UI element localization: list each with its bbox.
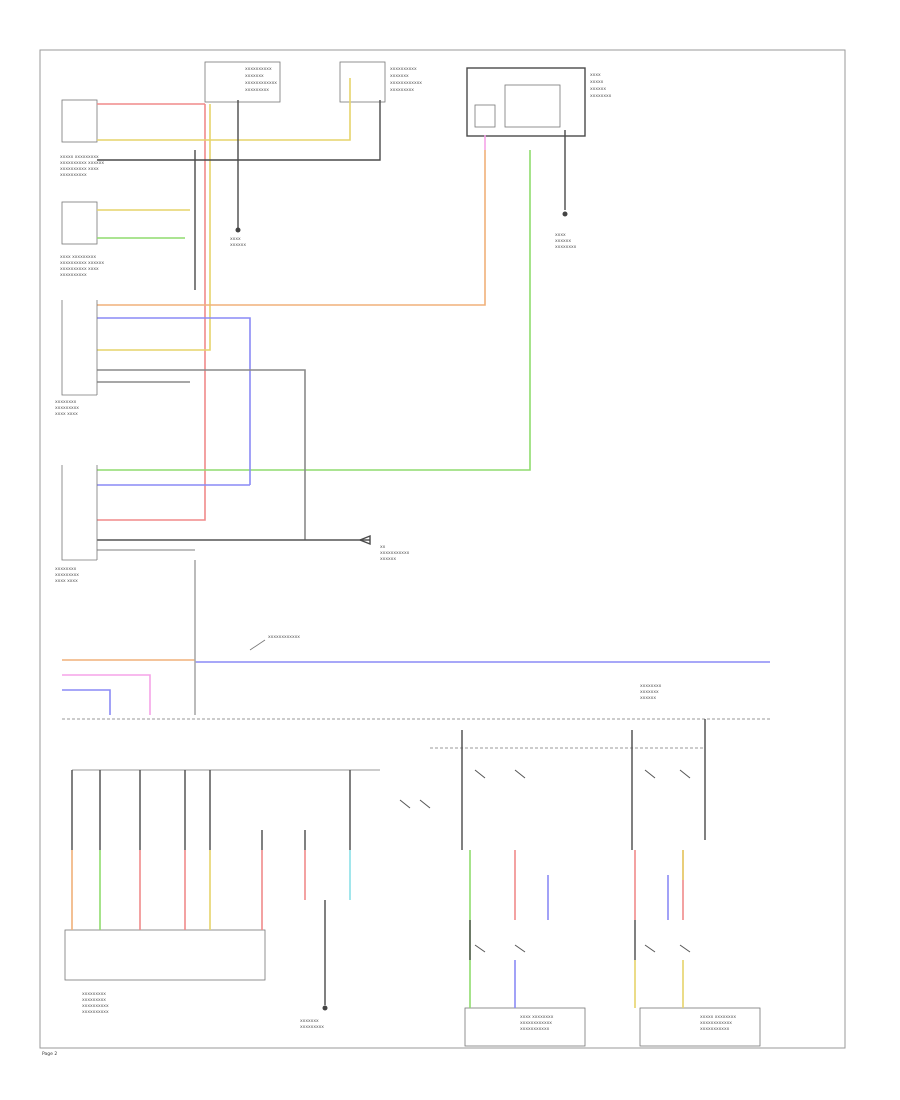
svg-text:xxxx: xxxx	[230, 237, 241, 242]
relay-box-1: xxxxxxxx xxxxxxxxx xxxx xxxx	[55, 300, 98, 417]
svg-text:xxxxxxx: xxxxxxx	[245, 74, 264, 79]
svg-text:xxxxxxxxxxxx: xxxxxxxxxxxx	[390, 81, 422, 86]
svg-text:xx: xx	[380, 545, 386, 550]
svg-text:xxxxx xxxxxxxxx: xxxxx xxxxxxxxx	[60, 155, 99, 160]
svg-text:xxxx: xxxx	[555, 233, 566, 238]
bottom-left-wires	[71, 850, 351, 930]
wire-blue-bus-2	[62, 689, 111, 715]
switch-box-1: xxxxx xxxxxxxxx xxxxxxxxxx xxxxxx xxxxxx…	[60, 99, 104, 178]
svg-text:xxxxx: xxxxx	[590, 80, 604, 85]
ground-symbol-1: xxxx xxxxxx	[230, 220, 246, 248]
svg-text:xxxxxxx: xxxxxxx	[300, 1019, 319, 1024]
svg-text:xxxxxx: xxxxxx	[555, 239, 571, 244]
svg-text:xxxxxxxxxxx: xxxxxxxxxxx	[520, 1027, 550, 1032]
wire-green-long	[97, 150, 531, 471]
bottom-left-black	[71, 770, 351, 1005]
svg-text:xxxxxxxxx: xxxxxxxxx	[390, 88, 414, 93]
svg-text:xxxxxxxxxx: xxxxxxxxxx	[60, 173, 87, 178]
svg-text:xxxxxxxxxxx: xxxxxxxxxxx	[700, 1027, 730, 1032]
svg-text:xxxx xxxxxxxx: xxxx xxxxxxxx	[520, 1015, 554, 1020]
svg-text:xxxx xxxxxxxxx: xxxx xxxxxxxxx	[60, 255, 96, 260]
svg-text:xxxxxxxxx: xxxxxxxxx	[82, 992, 106, 997]
svg-text:xxxxxxxxx: xxxxxxxxx	[300, 1025, 324, 1030]
svg-text:xxxxxxxxxx xxxxxx: xxxxxxxxxx xxxxxx	[60, 161, 104, 166]
svg-text:xxxxxxxx: xxxxxxxx	[555, 245, 577, 250]
svg-text:xxxxxxxxxx xxxxxx: xxxxxxxxxx xxxxxx	[60, 261, 104, 266]
svg-text:xxxx xxxx: xxxx xxxx	[55, 412, 78, 417]
bottom-right-wires	[469, 850, 684, 1008]
svg-text:xxxxx xxxxxxxx: xxxxx xxxxxxxx	[700, 1015, 736, 1020]
relay-box-2: xxxxxxxx xxxxxxxxx xxxx xxxx	[55, 465, 98, 584]
svg-text:xxxxxxxxx: xxxxxxxxx	[55, 573, 79, 578]
ground-symbol-3: xxxxxxx xxxxxxxxx	[300, 1005, 328, 1030]
svg-text:xxxxxxxxxxxx: xxxxxxxxxxxx	[268, 635, 300, 640]
connector-arrow-mid: xx xxxxxxxxxxx xxxxxx	[359, 534, 410, 562]
module-right-window: xxxxx xxxxxxxx xxxxxxxxxxxx xxxxxxxxxxx	[639, 1007, 761, 1047]
svg-text:xxxxxx: xxxxxx	[590, 87, 606, 92]
svg-text:xxxxxxxx: xxxxxxxx	[640, 684, 662, 689]
wire-blue-1	[97, 317, 251, 485]
switch-glyphs	[399, 769, 691, 953]
bottom-right-black	[461, 730, 636, 960]
svg-text:xxxxxxxxxx xxxx: xxxxxxxxxx xxxx	[60, 167, 99, 172]
ground-symbol-2: xxxx xxxxxx xxxxxxxx	[555, 211, 577, 250]
svg-text:xxxxxxxx: xxxxxxxx	[590, 94, 612, 99]
wires-black-top	[97, 100, 566, 290]
bottom-left-module: xxxxxxxxx xxxxxxxxx xxxxxxxxxx xxxxxxxxx…	[64, 769, 380, 1015]
bottom-right-bus: xxxxxxxx xxxxxxx xxxxxx	[430, 684, 706, 840]
svg-text:xxxxxxxxxx: xxxxxxxxxx	[82, 1004, 109, 1009]
switch-box-2: xxxx xxxxxxxxx xxxxxxxxxx xxxxxx xxxxxxx…	[60, 201, 104, 278]
svg-text:xxxxxxxxxx xxxx: xxxxxxxxxx xxxx	[60, 267, 99, 272]
svg-text:xxxxxxxxx: xxxxxxxxx	[245, 88, 269, 93]
svg-text:xxxxxxxxxx: xxxxxxxxxx	[245, 67, 272, 72]
wire-red-vertical	[97, 104, 206, 521]
page-label: Page 2	[42, 1051, 57, 1057]
svg-text:xxxxxx: xxxxxx	[640, 696, 656, 701]
module-box-top-right: xxxx xxxxx xxxxxx xxxxxxxx	[466, 67, 612, 137]
connector-box-top-middle: xxxxxxxxxx xxxxxxx xxxxxxxxxxxx xxxxxxxx…	[339, 61, 422, 103]
wire-yellow-vertical	[97, 104, 211, 351]
svg-text:xxxxxxxxxx: xxxxxxxxxx	[82, 1010, 109, 1015]
wire-gray-1	[97, 369, 306, 540]
svg-text:xxxxxxxxxx: xxxxxxxxxx	[390, 67, 417, 72]
svg-text:xxxxxxxx: xxxxxxxx	[55, 400, 77, 405]
wires-middle	[62, 560, 770, 715]
svg-text:xxxxxx: xxxxxx	[380, 557, 396, 562]
svg-text:xxxxxxxxxx: xxxxxxxxxx	[60, 273, 87, 278]
svg-text:xxxx: xxxx	[590, 73, 601, 78]
bus-line: xxxxxxxxxxxx	[62, 635, 770, 720]
connector-box-top-left: xxxxxxxxxx xxxxxxx xxxxxxxxxxxx xxxxxxxx…	[204, 61, 281, 103]
wire-orange-long	[97, 150, 486, 306]
svg-text:xxxxxxxxxxxx: xxxxxxxxxxxx	[245, 81, 277, 86]
wire-pink-bus	[62, 674, 151, 715]
svg-text:xxxxxxxxxxx: xxxxxxxxxxx	[380, 551, 410, 556]
svg-text:xxxxxxxxxxxx: xxxxxxxxxxxx	[700, 1021, 732, 1026]
svg-text:xxxxxxxx: xxxxxxxx	[55, 567, 77, 572]
module-left-window: xxxx xxxxxxxx xxxxxxxxxxxx xxxxxxxxxxx	[464, 1007, 586, 1047]
svg-text:xxxxxxxxxxxx: xxxxxxxxxxxx	[520, 1021, 552, 1026]
svg-text:xxxxxxx: xxxxxxx	[640, 690, 659, 695]
diagram-frame	[39, 49, 846, 1049]
svg-text:xxxxxxxxx: xxxxxxxxx	[82, 998, 106, 1003]
svg-text:xxxxxxx: xxxxxxx	[390, 74, 409, 79]
wires-upper	[97, 78, 531, 551]
svg-text:xxxx xxxx: xxxx xxxx	[55, 579, 78, 584]
wire-yellow-1	[97, 78, 351, 141]
svg-text:xxxxxx: xxxxxx	[230, 243, 246, 248]
svg-text:xxxxxxxxx: xxxxxxxxx	[55, 406, 79, 411]
